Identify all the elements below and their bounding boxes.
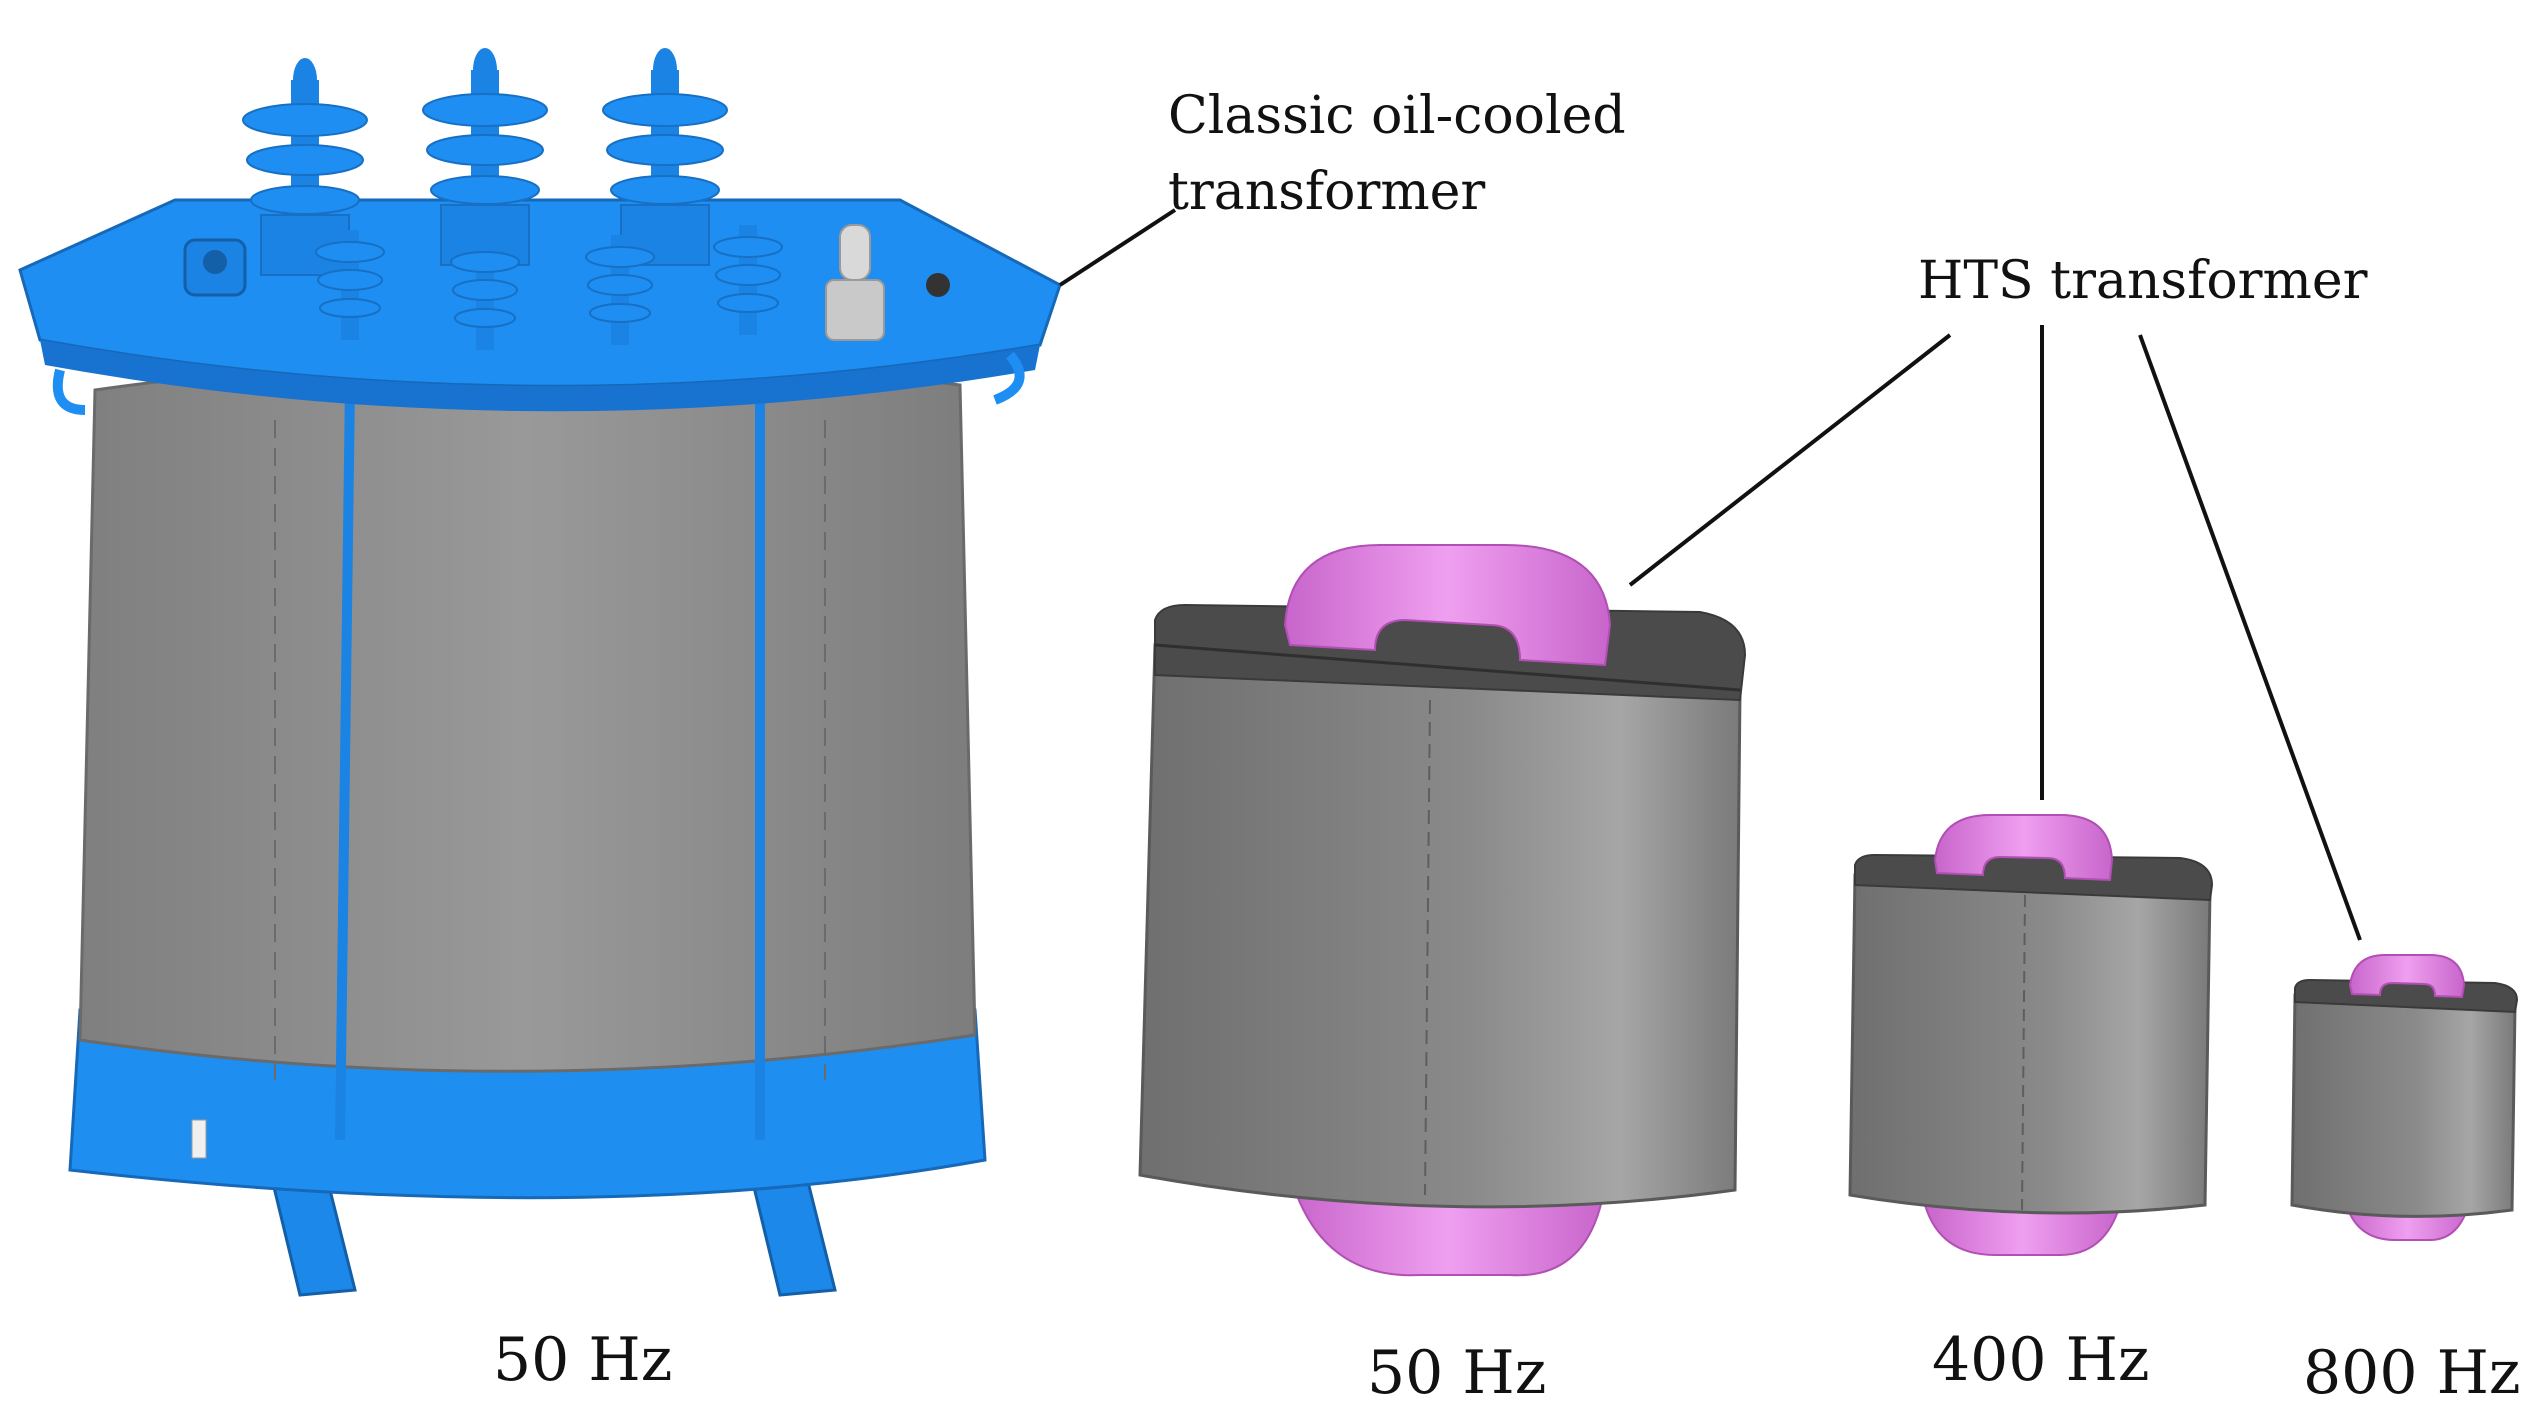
classic-oil-transformer [18, 47, 1062, 1297]
hts-medium-core-body [1848, 873, 2212, 1215]
hts-small-winding-top [2348, 954, 2466, 999]
classic-label-line2: transformer [1168, 162, 1486, 222]
hts-medium-winding-top [1933, 814, 2114, 882]
classic-transformer-label: Classic oil-cooled transformer [1168, 78, 1626, 230]
freq-label-hts-medium: 400 Hz [1932, 1325, 2150, 1395]
freq-label-hts-large: 50 Hz [1367, 1338, 1547, 1408]
hts-transformer-label: HTS transformer [1918, 251, 2368, 311]
classic-label-line1: Classic oil-cooled [1168, 86, 1626, 146]
leader-hts-800hz [2138, 334, 2362, 941]
hts-small-core-body [2290, 993, 2517, 1218]
classic-top-lid [18, 198, 1062, 388]
freq-label-classic: 50 Hz [493, 1325, 673, 1395]
hts-large-winding-top [1283, 544, 1612, 667]
classic-tank-body [78, 357, 977, 1073]
hts-transformer-400hz [1848, 814, 2214, 1256]
hts-transformer-800hz [2290, 954, 2519, 1241]
leader-lines [1058, 208, 2362, 941]
hts-transformer-50hz [1138, 544, 1747, 1277]
leader-classic [1058, 208, 1177, 287]
leader-hts-50hz [1628, 333, 1952, 587]
hts-large-core-body [1138, 643, 1742, 1209]
freq-label-hts-small: 800 Hz [2303, 1338, 2521, 1408]
